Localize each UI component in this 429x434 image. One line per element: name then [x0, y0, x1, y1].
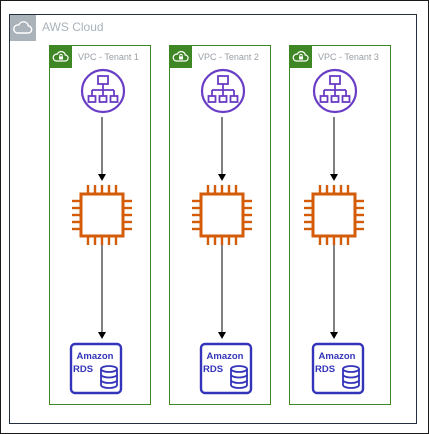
rds-label-line2: RDS: [73, 364, 93, 375]
vpc-tenant-3: VPC - Tenant 3: [289, 45, 391, 405]
rds-database-icon: Amazon RDS: [69, 342, 123, 395]
cloud-icon: [10, 15, 36, 41]
rds-database-icon: Amazon RDS: [199, 342, 253, 395]
rds-label-line1: Amazon: [319, 351, 356, 362]
vpc-tenant-2: VPC - Tenant 2: [169, 45, 271, 405]
ec2-chip-icon: [304, 185, 364, 245]
lock-cloud-icon: [50, 46, 72, 68]
ec2-chip-icon: [72, 185, 132, 245]
vpc-title: VPC - Tenant 1: [78, 52, 139, 62]
load-balancer-icon: [200, 68, 246, 114]
rds-label-line2: RDS: [315, 364, 335, 375]
vpc-title: VPC - Tenant 2: [198, 52, 259, 62]
lock-cloud-icon: [290, 46, 312, 68]
rds-database-icon: Amazon RDS: [311, 342, 365, 395]
vpc-tenant-1: VPC - Tenant 1: [49, 45, 151, 405]
vpc-title: VPC - Tenant 3: [318, 52, 379, 62]
rds-label-line1: Amazon: [207, 351, 244, 362]
aws-cloud-title: AWS Cloud: [42, 20, 104, 34]
ec2-chip-icon: [192, 185, 252, 245]
load-balancer-icon: [312, 68, 358, 114]
load-balancer-icon: [80, 68, 126, 114]
rds-label-line1: Amazon: [77, 351, 114, 362]
lock-cloud-icon: [170, 46, 192, 68]
rds-label-line2: RDS: [203, 364, 223, 375]
aws-cloud-group: AWS Cloud: [9, 14, 417, 424]
